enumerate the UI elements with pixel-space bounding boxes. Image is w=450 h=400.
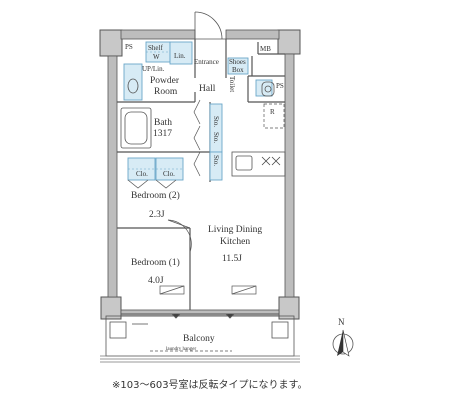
storage-hatch [128, 51, 183, 170]
column-top-left [99, 29, 123, 57]
kitchen-counter [231, 151, 286, 177]
bedroom1-name: Bedroom (1) [131, 258, 180, 268]
bath-label-2: 1317 [153, 129, 172, 139]
entrance-label: Entrance [194, 58, 219, 66]
bedroom2-size: 2.3J [149, 210, 165, 220]
bathtub [120, 107, 152, 149]
balcony-railing [100, 355, 300, 363]
w-label: W [153, 53, 160, 61]
hall-label: Hall [199, 84, 216, 94]
ps-right-label: PS [276, 82, 284, 90]
closet-label-2: Clo. [163, 170, 175, 178]
fixtures [127, 78, 275, 97]
mb-label: MB [260, 45, 271, 53]
toilet-label: Toilet [228, 76, 236, 93]
r-label: R [270, 108, 275, 116]
entrance-door [194, 11, 226, 40]
storage-label-3: Sto. [212, 155, 220, 167]
ldk-name-1: Living Dining [208, 225, 263, 235]
footnote: ※103～603号室は反転タイプになります。 [112, 380, 308, 391]
stove [261, 156, 281, 166]
bath-label-1: Bath [154, 118, 172, 128]
closet-doors [127, 99, 201, 189]
refrigerator-space [263, 103, 285, 129]
column-top-right [277, 29, 301, 55]
compass-icon [332, 329, 354, 357]
bedroom1-door [167, 219, 192, 253]
laundry-hanger-label: laundry hanger [166, 347, 197, 352]
ldk-name-2: Kitchen [220, 237, 251, 247]
bedroom2-name: Bedroom (2) [131, 191, 180, 201]
storage-label-1: Sto. [212, 116, 220, 128]
balcony-label: Balcony [183, 334, 215, 344]
bedroom1-size: 4.0J [148, 276, 164, 286]
up-lin-label: UP/Lin. [142, 65, 165, 73]
exterior-walls [107, 29, 295, 317]
powder-room-label-2: Room [154, 87, 178, 97]
shoes-box-label-2: Box [232, 66, 244, 74]
shelf-label: Shelf [148, 44, 163, 52]
closet-label-1: Clo. [136, 170, 148, 178]
powder-room-label-1: Powder [150, 76, 180, 86]
compass-north-label: N [338, 317, 345, 327]
storage-label-2: Sto. [212, 132, 220, 144]
lin-top-label: Lin. [174, 52, 186, 60]
ldk-size: 11.5J [222, 254, 242, 264]
shoes-box-label-1: Shoes [229, 58, 246, 66]
ps-top-label: PS [125, 43, 133, 51]
ac-units [159, 285, 257, 295]
